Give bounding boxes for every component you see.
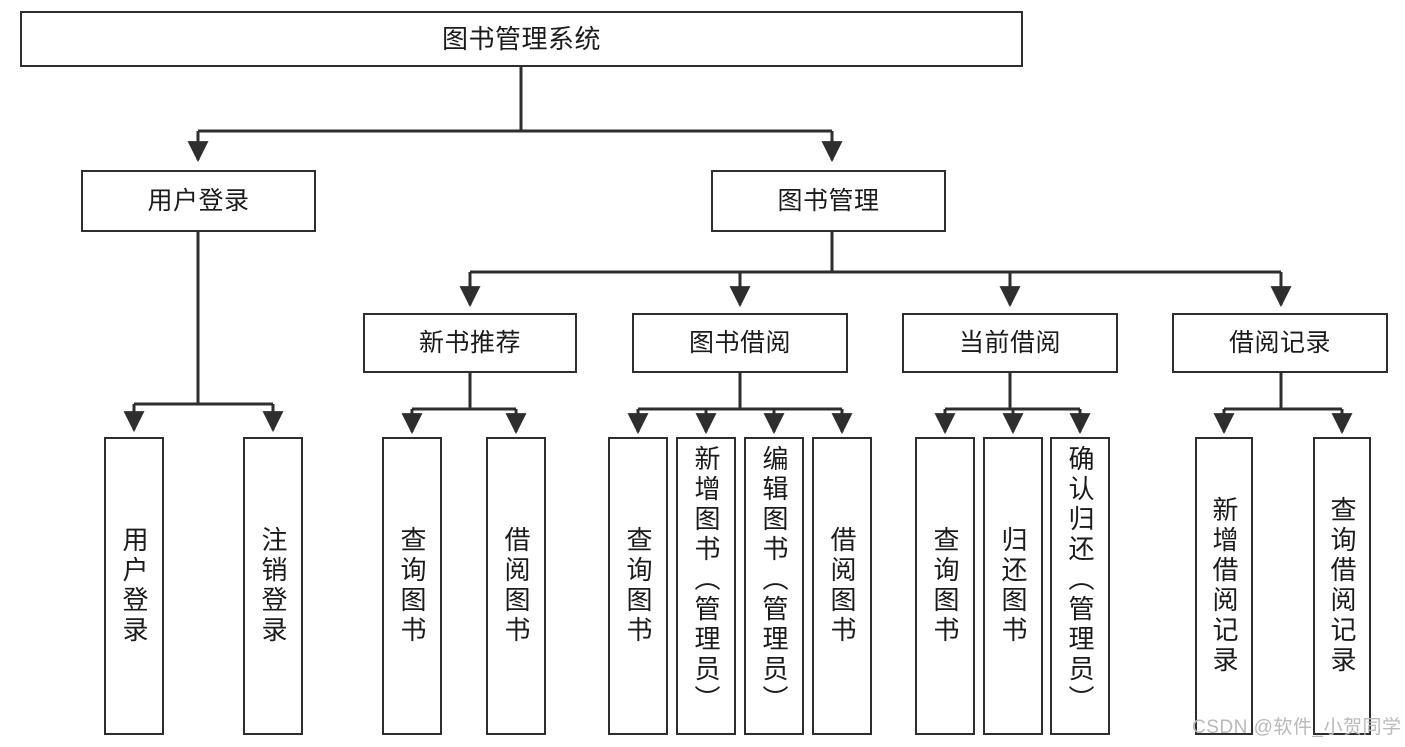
leaf-book-borrow-edit[interactable]: 编辑图书（管理员） [744, 437, 804, 735]
node-label: 归还图书 [998, 526, 1028, 646]
node-book-management[interactable]: 图书管理 [711, 170, 946, 232]
node-label: 查询图书 [623, 526, 653, 646]
node-label: 借阅记录 [1228, 328, 1331, 357]
node-label: 借阅图书 [501, 526, 531, 646]
leaf-borrow-record-query[interactable]: 查询借阅记录 [1313, 437, 1371, 735]
watermark-text: CSDN @软件_小贺同学 [1192, 717, 1402, 738]
node-user-login[interactable]: 用户登录 [81, 170, 316, 232]
leaf-user-login-login[interactable]: 用户登录 [104, 437, 164, 735]
node-new-book-recommend[interactable]: 新书推荐 [363, 313, 577, 373]
node-label: 新书推荐 [418, 328, 521, 357]
node-borrow-record[interactable]: 借阅记录 [1172, 313, 1388, 373]
leaf-book-borrow-query[interactable]: 查询图书 [608, 437, 668, 735]
node-label: 新增借阅记录 [1209, 496, 1239, 676]
leaf-current-borrow-query[interactable]: 查询图书 [915, 437, 975, 735]
node-label: 查询借阅记录 [1327, 496, 1357, 676]
node-current-borrow[interactable]: 当前借阅 [902, 313, 1118, 373]
node-label: 图书借阅 [688, 328, 791, 357]
node-book-borrow[interactable]: 图书借阅 [632, 313, 848, 373]
node-label: 借阅图书 [827, 526, 857, 646]
leaf-current-borrow-confirm-return[interactable]: 确认归还（管理员） [1050, 437, 1110, 735]
node-label: 注销登录 [258, 526, 288, 646]
node-root-system[interactable]: 图书管理系统 [20, 11, 1023, 67]
leaf-book-borrow-borrow[interactable]: 借阅图书 [812, 437, 872, 735]
node-label: 新增图书（管理员） [691, 445, 721, 715]
leaf-new-book-borrow[interactable]: 借阅图书 [486, 437, 546, 735]
node-label: 编辑图书（管理员） [759, 445, 789, 715]
node-label: 图书管理 [777, 186, 880, 215]
leaf-user-login-logout[interactable]: 注销登录 [243, 437, 303, 735]
node-label: 查询图书 [397, 526, 427, 646]
node-label: 图书管理系统 [441, 23, 601, 54]
node-label: 当前借阅 [958, 328, 1061, 357]
leaf-new-book-query[interactable]: 查询图书 [382, 437, 442, 735]
node-label: 用户登录 [147, 186, 250, 215]
leaf-borrow-record-add[interactable]: 新增借阅记录 [1195, 437, 1253, 735]
node-label: 查询图书 [930, 526, 960, 646]
node-label: 确认归还（管理员） [1065, 445, 1095, 715]
leaf-current-borrow-return[interactable]: 归还图书 [983, 437, 1043, 735]
leaf-book-borrow-add[interactable]: 新增图书（管理员） [676, 437, 736, 735]
node-label: 用户登录 [119, 526, 149, 646]
